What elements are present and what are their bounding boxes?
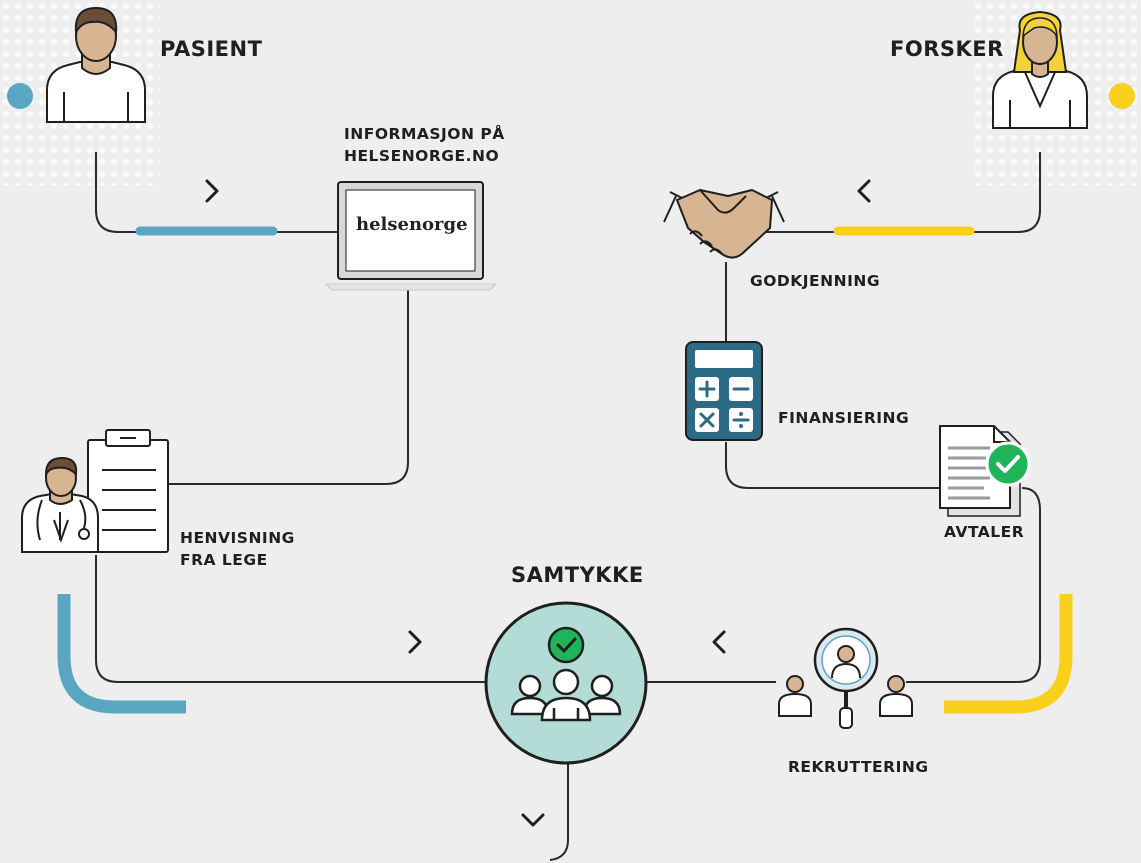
arrow-left-icon (857, 179, 871, 203)
line-patient-laptop (95, 152, 338, 233)
laptop-screen-brand: helsenorge (356, 214, 468, 235)
funding-label: FINANSIERING (778, 409, 910, 427)
patient-corner-bar (57, 594, 186, 714)
document-check-icon (939, 425, 1031, 517)
arrow-left-icon (712, 630, 726, 654)
researcher-label: FORSKER (890, 37, 1004, 61)
researcher-corner-bar (944, 594, 1073, 714)
recruitment-label: REKRUTTERING (788, 758, 929, 776)
connector-lines (95, 152, 1041, 861)
calculator-icon (685, 341, 763, 441)
patient-label: PASIENT (160, 37, 263, 61)
researcher-dot (1109, 83, 1135, 109)
patient-person-icon (46, 6, 146, 123)
line-calculator-agreements (725, 442, 940, 489)
arrow-down-icon (521, 813, 545, 827)
referral-label-line1: HENVISNING (180, 529, 295, 547)
line-laptop-referral (168, 288, 409, 485)
arrow-right-icon (408, 630, 422, 654)
consent-label: SAMTYKKE (511, 563, 644, 587)
patient-dot (7, 83, 33, 109)
laptop-icon (324, 181, 498, 291)
handshake-icon (663, 189, 785, 259)
doctor-clipboard-icon (21, 429, 169, 553)
agreements-label: AVTALER (944, 523, 1025, 541)
line-referral-consent (95, 555, 486, 683)
flow-arrows (205, 179, 871, 827)
info-label-line1: INFORMASJON PÅ (344, 125, 505, 143)
researcher-person-icon (992, 10, 1088, 129)
recruitment-magnifier-icon (778, 627, 913, 729)
line-consent-down (549, 762, 569, 861)
arrow-right-icon (205, 179, 219, 203)
referral-label-line2: FRA LEGE (180, 551, 268, 569)
line-researcher-handshake (762, 152, 1041, 233)
consent-group-icon (484, 601, 648, 765)
line-agreements-recruitment (906, 487, 1041, 683)
info-label-line2: HELSENORGE.NO (344, 147, 500, 165)
approval-label: GODKJENNING (750, 272, 881, 290)
